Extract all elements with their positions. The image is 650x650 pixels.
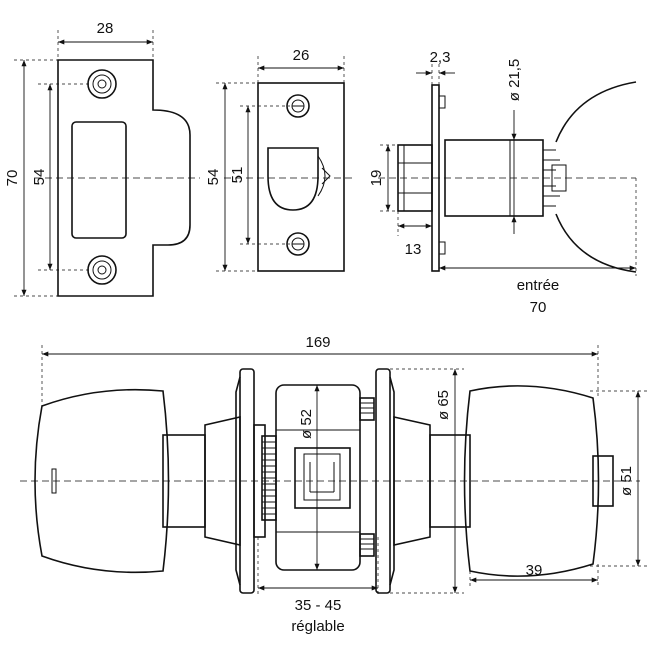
latch-hole-spacing-dimension: 51 xyxy=(229,105,290,245)
knob-length-label: 39 xyxy=(526,562,543,579)
strike-plate-outline xyxy=(57,59,191,297)
rose-diameter-dimension: ø 52 xyxy=(298,385,320,570)
latch-face-plate xyxy=(257,82,345,272)
knob-diameter-dimension: ø 51 xyxy=(590,390,648,567)
right-knob-body xyxy=(463,385,600,577)
bolt-projection-dimension: 13 xyxy=(397,211,432,258)
rose-diameter-label: ø 52 xyxy=(298,409,315,439)
latch-bolt-head xyxy=(267,147,319,211)
backset-dimension: entrée 70 xyxy=(439,178,637,316)
push-button-icon xyxy=(592,455,614,507)
latch-bottom-screw-icon xyxy=(286,232,310,256)
escutcheon-diameter-label: ø 65 xyxy=(435,390,452,420)
bolt-height-label: 19 xyxy=(368,170,385,187)
door-thickness-label: 35 - 45 xyxy=(295,597,342,614)
bolt-diameter-dimension: ø 21,5 xyxy=(506,59,523,234)
adjustable-label: réglable xyxy=(291,618,344,635)
left-escutcheon xyxy=(235,368,266,594)
latch-width-dimension: 26 xyxy=(257,47,345,83)
latch-hole-spacing-label: 51 xyxy=(229,167,246,184)
backset-word-label: entrée xyxy=(517,277,560,294)
strike-plate xyxy=(57,59,191,297)
right-escutcheon xyxy=(375,368,471,594)
latch-chassis xyxy=(275,384,361,571)
latch-plate-height-label: 54 xyxy=(205,169,222,186)
bolt-projection-label: 13 xyxy=(405,241,422,258)
escutcheon-diameter-dimension: ø 65 xyxy=(390,368,464,594)
strike-height-dimension: 70 xyxy=(4,59,58,297)
bolt-height-dimension: 19 xyxy=(368,144,398,212)
latch-side-view xyxy=(397,81,637,273)
knob-silhouette-side xyxy=(555,81,637,143)
backset-value-label: 70 xyxy=(530,299,547,316)
latch-mechanism xyxy=(275,384,361,571)
overall-length-label: 169 xyxy=(305,334,330,351)
overall-length-dimension: 169 xyxy=(41,334,599,406)
latch-face-outline xyxy=(257,82,345,272)
strike-top-screw-icon xyxy=(87,69,117,99)
strike-height-label: 70 xyxy=(4,170,21,187)
latch-top-screw-icon xyxy=(286,94,310,118)
strike-width-label: 28 xyxy=(97,20,114,37)
strike-hole-spacing-label: 54 xyxy=(31,169,48,186)
right-knob xyxy=(463,385,614,577)
strike-width-dimension: 28 xyxy=(57,20,154,60)
strike-hole-spacing-dimension: 54 xyxy=(31,83,90,271)
threaded-spindle-left xyxy=(261,435,277,521)
plate-thickness-label: 2,3 xyxy=(430,49,451,66)
keyhole-icon xyxy=(51,468,57,494)
knob-length-dimension: 39 xyxy=(469,562,599,588)
threaded-spindle-right xyxy=(359,397,375,557)
strike-plate-opening xyxy=(71,121,127,239)
latch-width-label: 26 xyxy=(293,47,310,64)
latch-plate-height-dimension: 54 xyxy=(205,82,258,272)
knob-diameter-label: ø 51 xyxy=(618,466,635,496)
left-knob-body xyxy=(34,388,170,574)
latch-bolt-side xyxy=(397,144,433,212)
door-thickness-dimension: 35 - 45 réglable xyxy=(257,537,379,635)
plate-thickness-dimension: 2,3 xyxy=(416,49,455,85)
strike-bottom-screw-icon xyxy=(87,255,117,285)
bolt-diameter-label: ø 21,5 xyxy=(506,59,523,102)
